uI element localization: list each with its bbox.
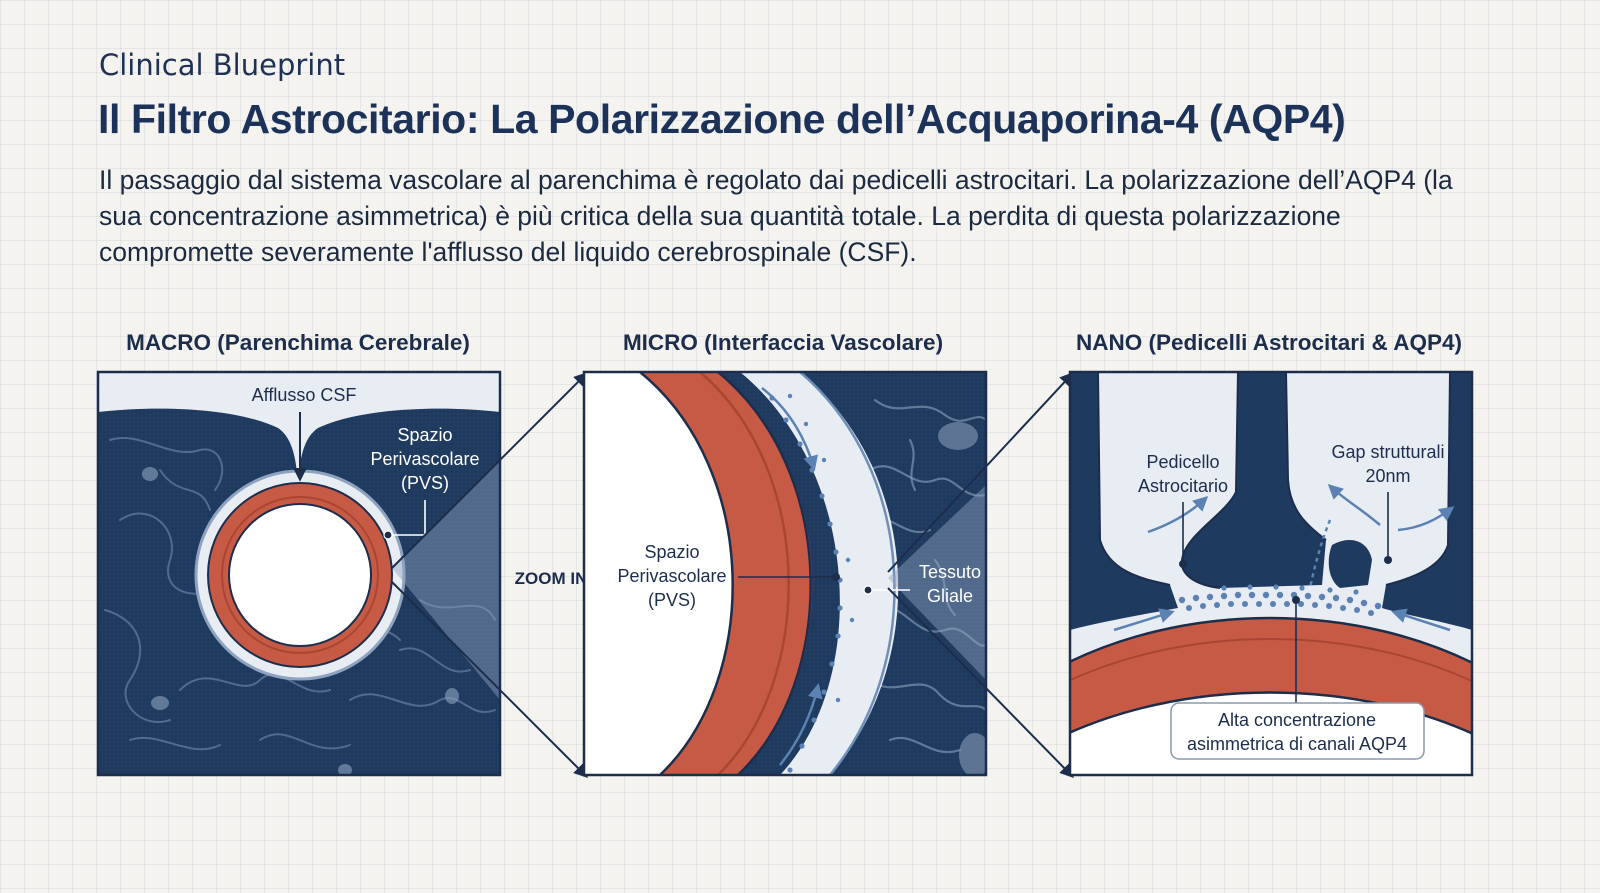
- lead-paragraph: Il passaggio dal sistema vascolare al pa…: [99, 165, 1453, 267]
- nano-endfoot-label-1: Pedicello: [1146, 452, 1219, 472]
- nano-endfoot-label-2: Astrocitario: [1138, 476, 1228, 496]
- micro-panel-title: MICRO (Interfaccia Vascolare): [622, 330, 944, 355]
- nano-aqp4-label-1: Alta concentrazione: [1218, 710, 1376, 730]
- nano-frame: [1068, 370, 1474, 777]
- page-title: Il Filtro Astrocitario: La Polarizzazion…: [98, 96, 1346, 142]
- nano-aqp4-label-2: asimmetrica di canali AQP4: [1187, 734, 1407, 754]
- macro-pvs-label-2: Perivascolare: [370, 449, 479, 469]
- micro-pvs-label-2: Perivascolare: [617, 566, 726, 586]
- nano-gap-label-2: 20nm: [1365, 466, 1410, 486]
- aqp4-callout-box: [1170, 702, 1425, 760]
- micro-glia-label-1: Tessuto: [919, 562, 981, 582]
- micro-pvs-label-1: Spazio: [644, 542, 699, 562]
- macro-frame: [96, 370, 502, 777]
- macro-csf-label: Afflusso CSF: [252, 385, 357, 405]
- zoom-in-label: ZOOM IN: [515, 569, 588, 588]
- micro-panel: [584, 372, 986, 775]
- nano-gap-label-1: Gap strutturali: [1331, 442, 1444, 462]
- nano-panel-title: NANO (Pedicelli Astrocitari & AQP4): [1076, 330, 1462, 355]
- micro-pvs-label-3: (PVS): [648, 590, 696, 610]
- micro-frame: [582, 370, 988, 777]
- macro-panel-title: MACRO (Parenchima Cerebrale): [126, 330, 470, 355]
- micro-glia-label-2: Gliale: [927, 586, 973, 606]
- eyebrow-label: Clinical Blueprint: [99, 48, 346, 82]
- macro-pvs-label-3: (PVS): [401, 473, 449, 493]
- macro-pvs-label-1: Spazio: [397, 425, 452, 445]
